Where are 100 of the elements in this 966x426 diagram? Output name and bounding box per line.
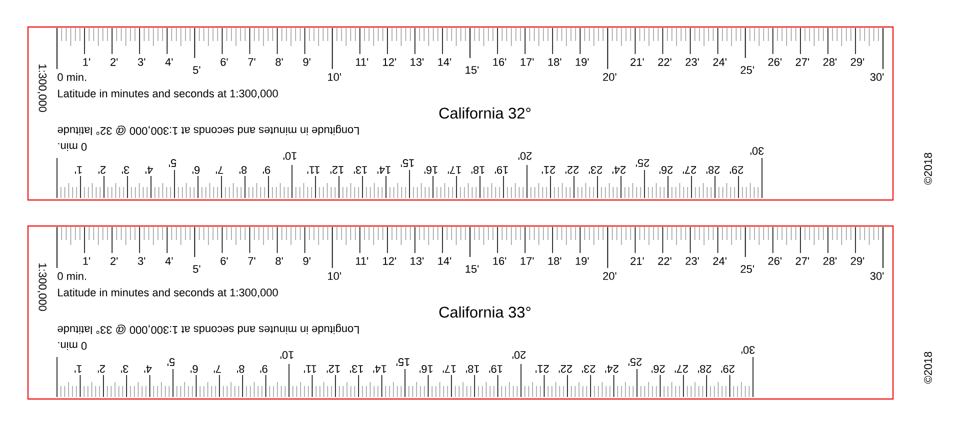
card-title: California 32°: [439, 107, 530, 119]
tick-label: 26': [768, 58, 782, 66]
tick-label: 25': [636, 159, 650, 167]
tick-label: 17': [442, 365, 456, 373]
card-title: California 33°: [439, 306, 530, 318]
tick-label: 29': [721, 365, 734, 373]
tick-label: 27': [674, 365, 688, 373]
tick-label: 30': [870, 73, 884, 81]
tick-label: 30': [750, 147, 764, 155]
tick-label: 21': [630, 257, 644, 265]
tick-label: 19': [576, 257, 589, 265]
tick-label: 16': [424, 166, 438, 174]
tick-label: 1': [74, 166, 82, 174]
tick-label: 8': [237, 365, 244, 373]
tick-label: 9': [262, 166, 270, 174]
tick-label: 18': [548, 257, 562, 265]
tick-label: 1': [83, 58, 90, 66]
scale-caption: Longitude in minutes and seconds at 1:300,000 @ 32° latitude: [58, 124, 359, 136]
tick-label: 20': [518, 152, 532, 160]
tick-label: 6': [190, 365, 198, 373]
tick-label: 23': [582, 365, 596, 373]
tick-label: 14': [438, 257, 452, 265]
tick-label: 25': [740, 66, 754, 74]
tick-label: 4': [144, 365, 152, 373]
scale-ratio: 1:300,000: [37, 263, 47, 311]
tick-label: 19': [489, 365, 502, 373]
tick-label: 24': [713, 58, 726, 66]
tick-label: 6': [192, 166, 200, 174]
tick-label: 27': [682, 166, 696, 174]
tick-label: 10': [328, 272, 341, 280]
tick-label: 16': [420, 365, 433, 373]
tick-label: 7': [248, 58, 256, 66]
tick-label: 28': [698, 365, 712, 373]
tick-label: 26': [659, 166, 673, 174]
tick-label: 12': [326, 365, 340, 373]
tick-label: 0 min.: [58, 272, 86, 280]
tick-label: 26': [768, 257, 782, 265]
ruler-card: [27, 225, 894, 400]
tick-label: 21': [536, 365, 549, 373]
tick-label: 21': [542, 166, 556, 174]
tick-label: 10': [280, 351, 294, 359]
tick-label: 24': [605, 365, 618, 373]
tick-label: 24': [612, 166, 626, 174]
tick-label: 29': [850, 257, 864, 265]
tick-label: 6': [220, 257, 228, 265]
tick-label: 10': [328, 73, 341, 81]
tick-label: 13': [410, 58, 424, 66]
scale-caption: Latitude in minutes and seconds at 1:300,000: [58, 288, 278, 298]
tick-label: 19': [576, 58, 589, 66]
tick-label: 16': [493, 257, 506, 265]
tick-label: 27': [796, 58, 809, 66]
tick-label: 13': [410, 257, 424, 265]
tick-label: 8': [239, 166, 247, 174]
tick-label: 8': [276, 257, 283, 265]
tick-label: 28': [823, 257, 837, 265]
tick-label: 12': [383, 257, 396, 265]
tick-label: 30': [741, 346, 755, 354]
tick-label: 29': [730, 166, 744, 174]
scale-ratio: 1:300,000: [37, 64, 47, 112]
tick-label: 4': [165, 257, 173, 265]
tick-label: 14': [373, 365, 386, 373]
tick-label: 25': [740, 265, 754, 273]
tick-label: 1': [83, 257, 90, 265]
tick-label: 13': [350, 365, 363, 373]
tick-label: 15': [466, 265, 479, 273]
tick-label: 6': [220, 58, 228, 66]
ruler-card: [27, 26, 894, 201]
tick-label: 7': [214, 365, 221, 373]
tick-label: 27': [796, 257, 809, 265]
tick-label: 23': [686, 257, 699, 265]
tick-label: 2': [110, 58, 118, 66]
tick-label: 2': [110, 257, 118, 265]
tick-label: 3': [121, 365, 128, 373]
tick-label: 11': [356, 257, 368, 265]
tick-label: 7': [216, 166, 224, 174]
tick-label: 3': [122, 166, 130, 174]
tick-label: 23': [686, 58, 699, 66]
tick-label: 17': [448, 166, 461, 174]
tick-label: 8': [276, 58, 283, 66]
tick-label: 26': [652, 365, 665, 373]
tick-label: 29': [850, 58, 864, 66]
tick-label: 23': [588, 166, 602, 174]
tick-label: 19': [494, 166, 508, 174]
tick-label: 24': [713, 257, 726, 265]
tick-label: 0 min.: [58, 342, 87, 350]
tick-label: 17': [520, 58, 534, 66]
tick-label: 5': [168, 159, 176, 167]
tick-label: 22': [658, 257, 672, 265]
copyright-text: ©2018: [924, 152, 932, 185]
tick-label: 2': [98, 365, 105, 373]
tick-label: 18': [548, 58, 562, 66]
tick-label: 0 min.: [58, 142, 87, 152]
tick-label: 20': [512, 351, 526, 359]
tick-label: 9': [303, 58, 310, 66]
tick-label: 1': [74, 365, 82, 373]
tick-label: 15': [400, 159, 414, 167]
tick-label: 5': [167, 358, 175, 366]
scale-caption: Longitude in minutes and seconds at 1:300,000 @ 33° latitude: [58, 324, 359, 334]
tick-label: 17': [520, 257, 534, 265]
tick-label: 14': [377, 166, 390, 174]
